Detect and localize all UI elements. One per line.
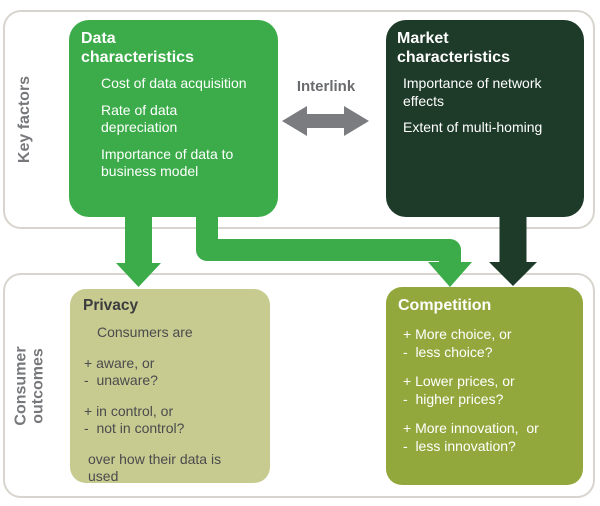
- competition-title: Competition: [398, 297, 492, 314]
- market-to-competition-arrow: [489, 212, 537, 286]
- privacy-title: Privacy: [83, 297, 139, 314]
- data-characteristics-title: Data characteristics: [81, 30, 194, 66]
- privacy-box: Privacy Consumers are + aware, or - unaw…: [70, 289, 270, 485]
- data-to-competition-arrow: [196, 212, 472, 287]
- data-characteristics-box: Data characteristics Cost of data acquis…: [69, 20, 278, 217]
- privacy-outro: over how their data is used: [88, 450, 222, 485]
- competition-pair-1: + More choice, or - less choice?: [403, 326, 512, 360]
- interlink-double-arrow-icon: [282, 106, 369, 136]
- list-item: Rate of data depreciation: [101, 101, 178, 136]
- interlink-label: Interlink: [296, 78, 356, 95]
- market-characteristics-items: Importance of network effects Extent of …: [403, 75, 576, 137]
- list-item: Extent of multi-homing: [403, 119, 543, 135]
- competition-box: Competition + More choice, or - less cho…: [386, 287, 583, 485]
- competition-pair-3: + More innovation, or - less innovation?: [403, 420, 539, 454]
- privacy-pair-2: + in control, or - not in control?: [84, 402, 185, 437]
- list-item: Importance of data to business model: [101, 145, 234, 180]
- data-to-privacy-arrow: [116, 212, 161, 287]
- privacy-pair-1: + aware, or - unaware?: [84, 354, 158, 389]
- data-characteristics-items: Cost of data acquisition Rate of data de…: [101, 75, 270, 181]
- market-characteristics-box: Market characteristics Importance of net…: [386, 20, 584, 217]
- market-characteristics-title: Market characteristics: [397, 30, 510, 66]
- list-item: Cost of data acquisition: [101, 75, 247, 91]
- privacy-intro: Consumers are: [97, 324, 193, 340]
- competition-pair-2: + Lower prices, or - higher prices?: [403, 373, 515, 407]
- list-item: Importance of network effects: [403, 75, 542, 109]
